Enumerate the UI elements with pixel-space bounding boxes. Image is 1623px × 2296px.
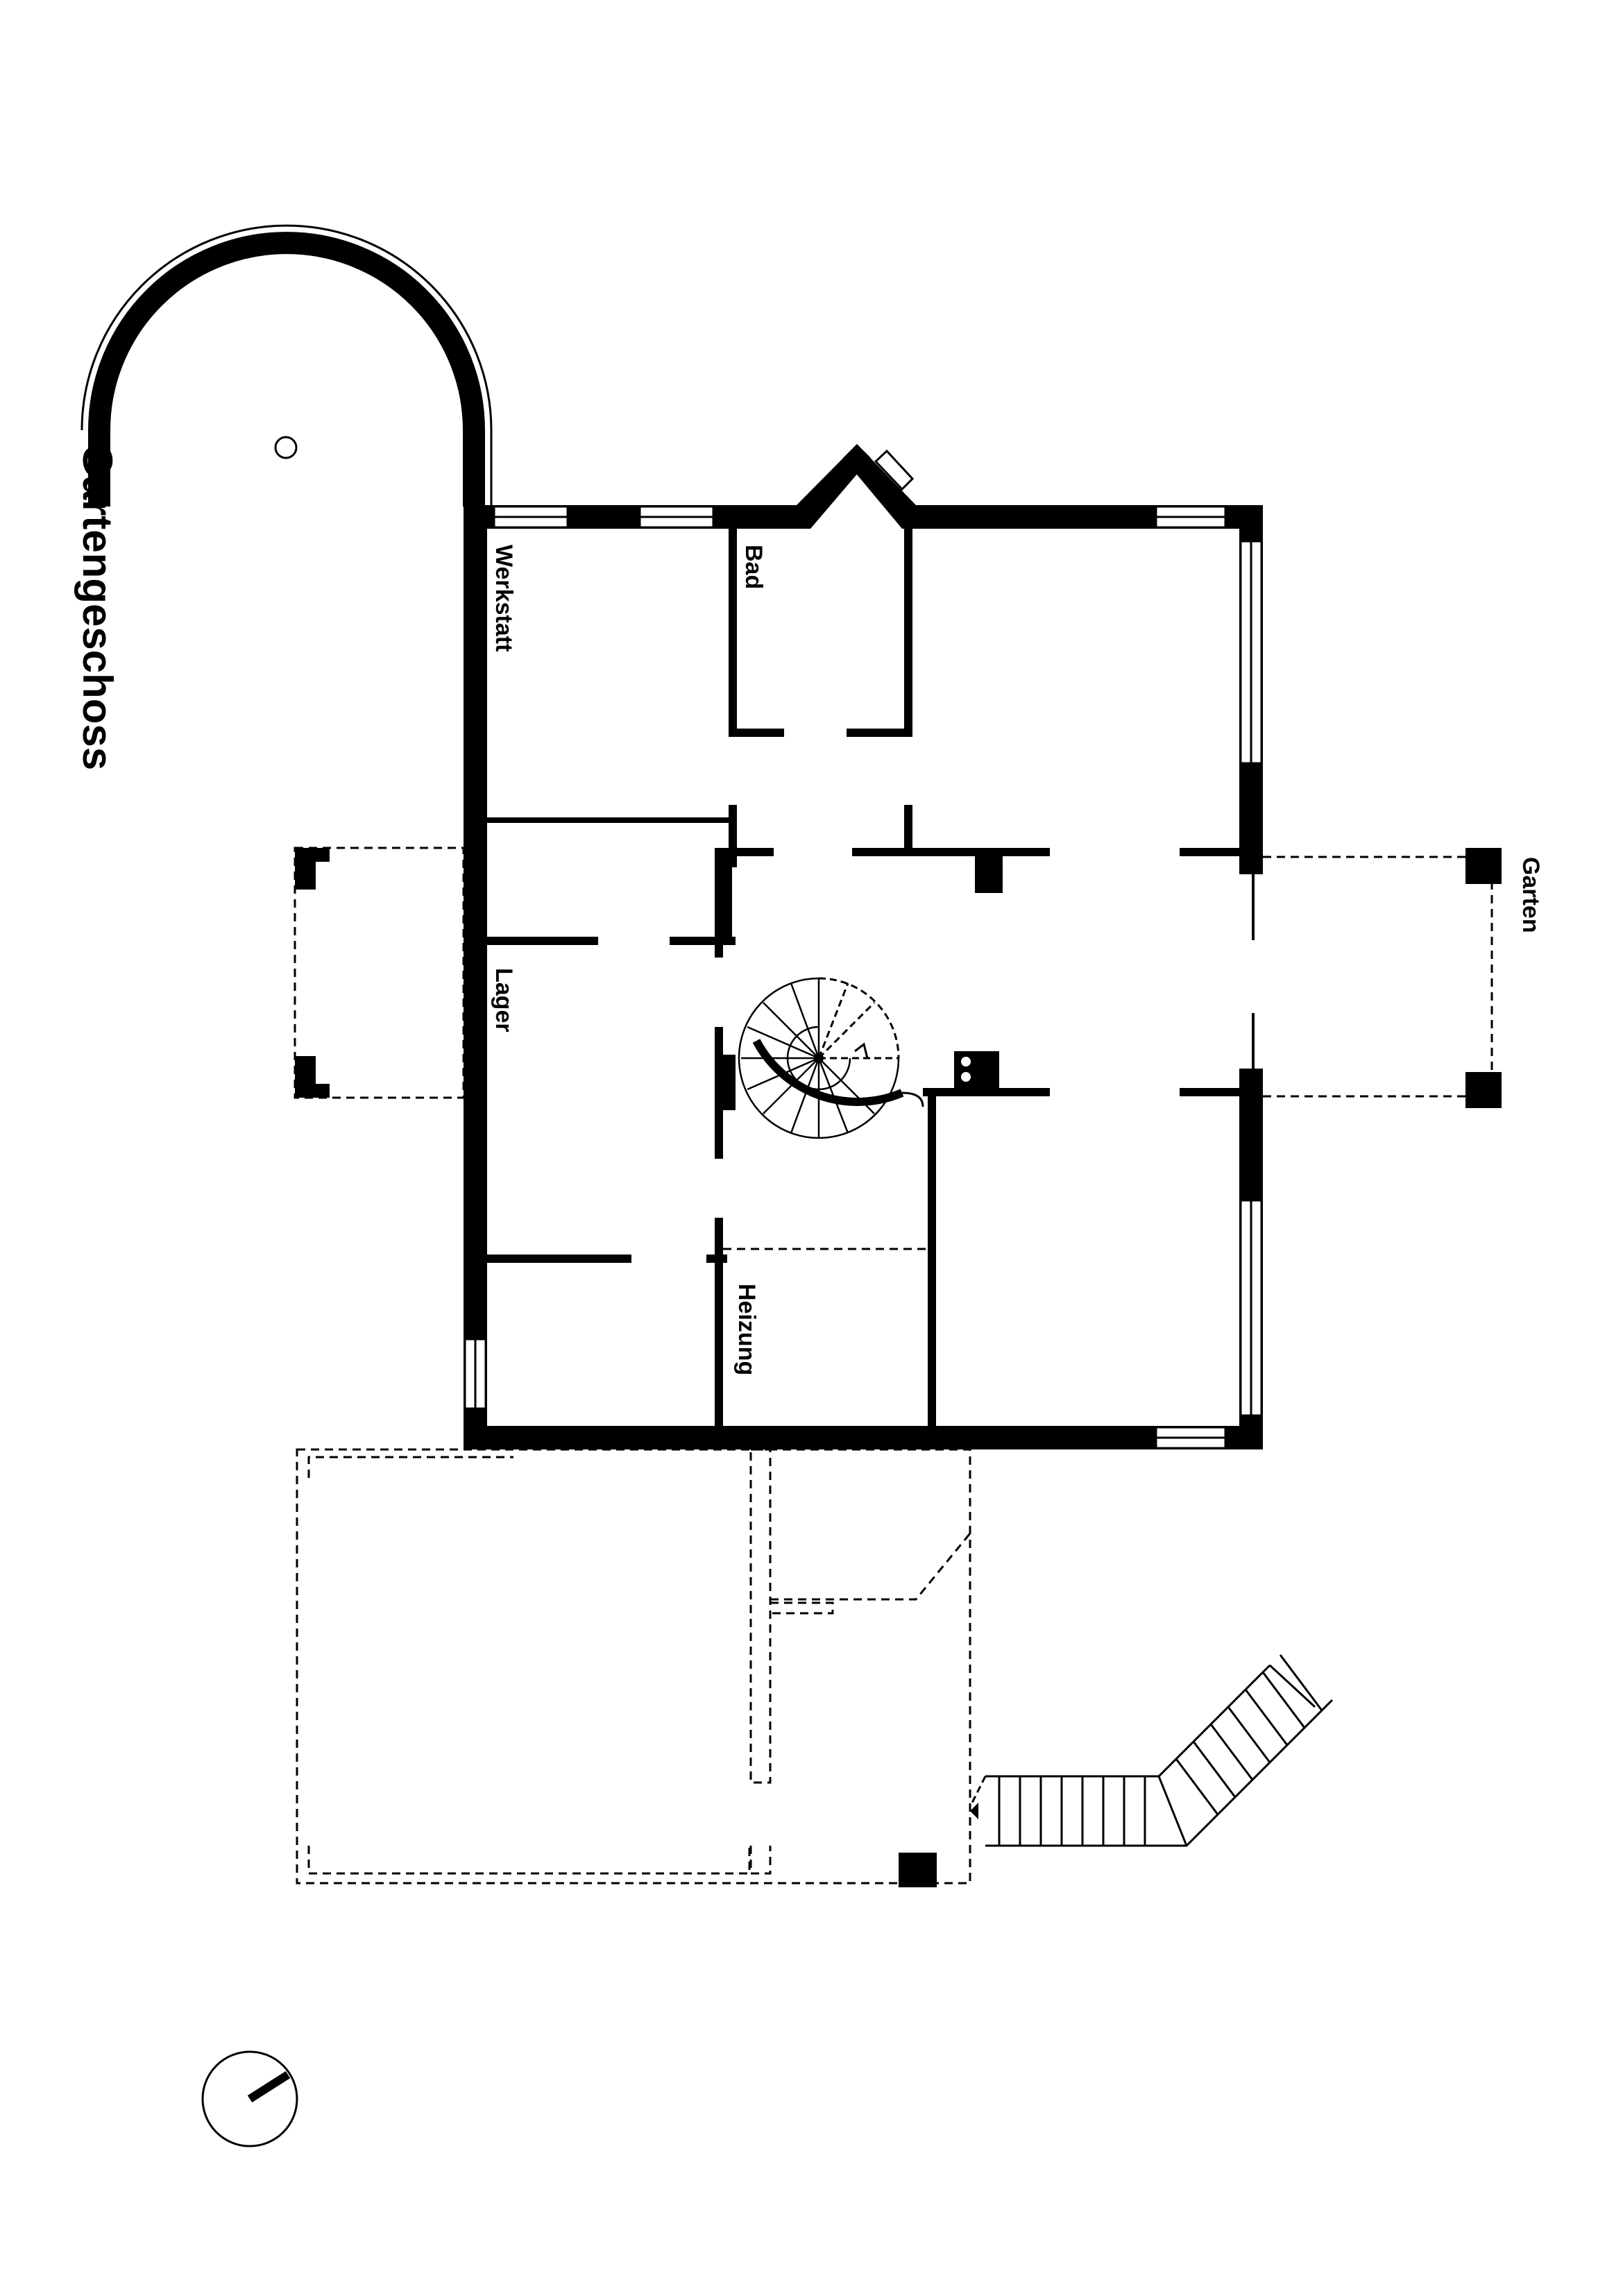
room-label-garten: Garten [1518,857,1544,933]
room-label-bad: Bad [740,545,767,589]
room-label-heizung: Heizung [733,1284,760,1375]
terrace-column [899,1853,937,1887]
garden-door[interactable] [1239,763,1263,1200]
north-arrow-icon [201,2050,298,2148]
exterior-walls [464,444,1263,1449]
stove-icon [954,1051,999,1089]
spiral-staircase-icon [738,977,924,1139]
room-label-lager: Lager [491,968,517,1032]
room-label-werkstatt: Werkstatt [491,545,517,652]
garden-pergola [1263,848,1502,1108]
exterior-staircase [970,1654,1334,1847]
curved-wall [80,224,493,510]
windows [464,449,1263,1449]
left-pergola [294,847,465,1099]
interior-walls [487,529,1239,1426]
lower-terrace [296,1448,971,1887]
column-circle [274,436,298,459]
